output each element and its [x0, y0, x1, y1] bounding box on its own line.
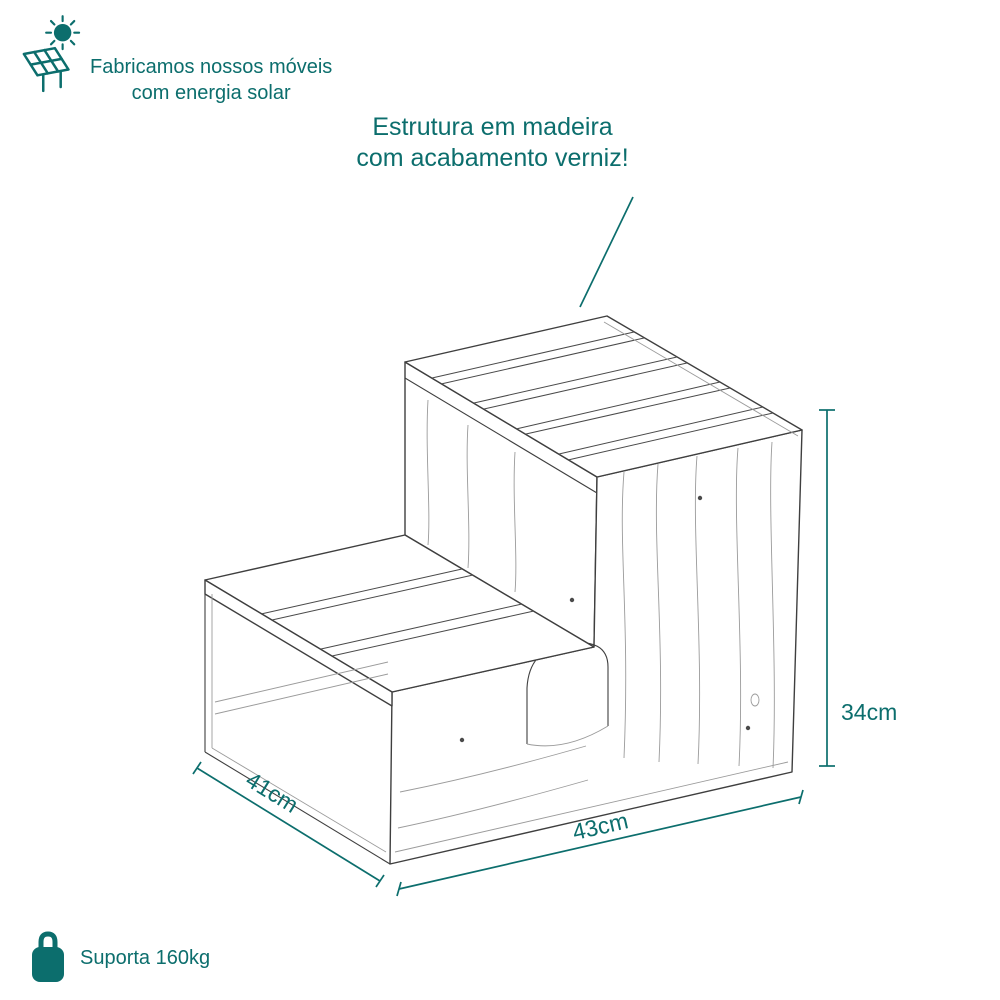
step-stool-sketch: [204, 315, 803, 865]
dimension-width: 43cm: [396, 789, 804, 897]
screw-dot: [569, 597, 575, 603]
upper-tread-back-edge: [603, 321, 799, 437]
solar-badge-line2: com energia solar: [131, 82, 291, 104]
callout-line1: Estrutura em madeira: [372, 113, 613, 141]
callout-line2: com acabamento verniz!: [356, 144, 629, 173]
upper-tread-slats: [431, 331, 774, 461]
side-panel-wood-grain: [394, 441, 789, 853]
solar-badge-text: Fabricamos nossos móveis com energia sol…: [90, 54, 332, 106]
screw-dot: [459, 737, 465, 743]
weight-icon: [32, 931, 64, 982]
dimension-height: 34cm: [819, 409, 897, 767]
weight-label: Suporta 160kg: [80, 946, 211, 969]
dimension-label-depth: 41cm: [241, 766, 303, 818]
stool-open-base: [204, 594, 391, 865]
weight-badge: Suporta 160kg: [28, 930, 210, 986]
lower-tread-slats: [260, 568, 535, 657]
solar-panel-icon: [22, 15, 81, 93]
stool-upper-tread: [404, 315, 803, 478]
lower-tread-front-edge: [204, 579, 393, 707]
screw-dot: [745, 725, 751, 731]
screw-dot: [697, 495, 703, 501]
dimension-depth: 41cm: [192, 761, 385, 888]
callout-pointer-line: [579, 196, 634, 308]
arch-cutout-bottom: [526, 725, 609, 747]
upper-tread-edge: [404, 377, 598, 494]
callout-title: Estrutura em madeira com acabamento vern…: [325, 112, 660, 175]
riser-wood-grain: [426, 399, 517, 593]
dimension-label-height: 34cm: [841, 699, 897, 725]
solar-badge: Fabricamos nossos móveis com energia sol…: [20, 8, 332, 106]
solar-badge-line1: Fabricamos nossos móveis: [90, 56, 333, 78]
